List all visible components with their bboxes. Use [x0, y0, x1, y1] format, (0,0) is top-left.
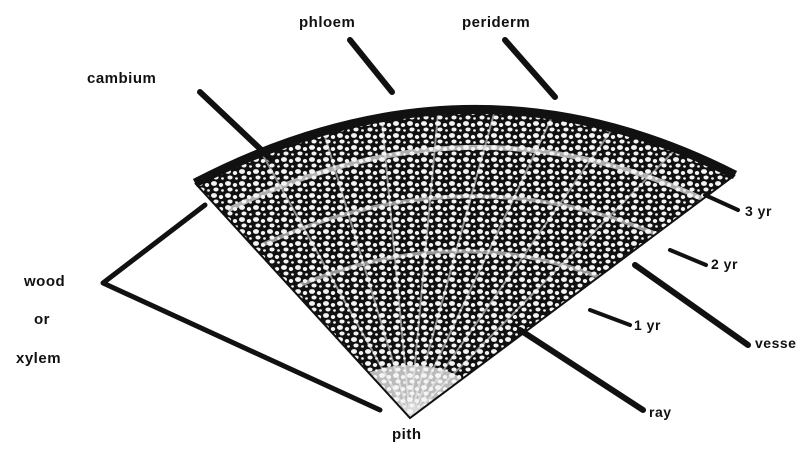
year-1-label: 1 yr [634, 317, 661, 333]
phloem-pointer [350, 40, 392, 92]
vessel-pointer [635, 265, 748, 345]
periderm-pointer [505, 40, 555, 97]
vessel-label: vesse [755, 335, 796, 351]
year-3-label: 3 yr [745, 203, 772, 219]
xylem-label: xylem [16, 350, 61, 367]
periderm-label: periderm [462, 14, 530, 31]
pith-label: pith [392, 426, 422, 443]
phloem-label: phloem [299, 14, 355, 31]
cambium-label: cambium [87, 70, 156, 87]
wood-label: wood [24, 273, 65, 290]
cambium-pointer [200, 92, 272, 160]
ray-pointer [520, 330, 643, 410]
wedge-tissue [195, 109, 735, 418]
year1-pointer [590, 310, 630, 325]
or-label: or [34, 311, 50, 328]
year-2-label: 2 yr [711, 256, 738, 272]
year3-pointer [705, 195, 738, 210]
stem-wedge [195, 92, 735, 445]
year2-pointer [670, 250, 706, 265]
ray-label: ray [649, 404, 672, 420]
